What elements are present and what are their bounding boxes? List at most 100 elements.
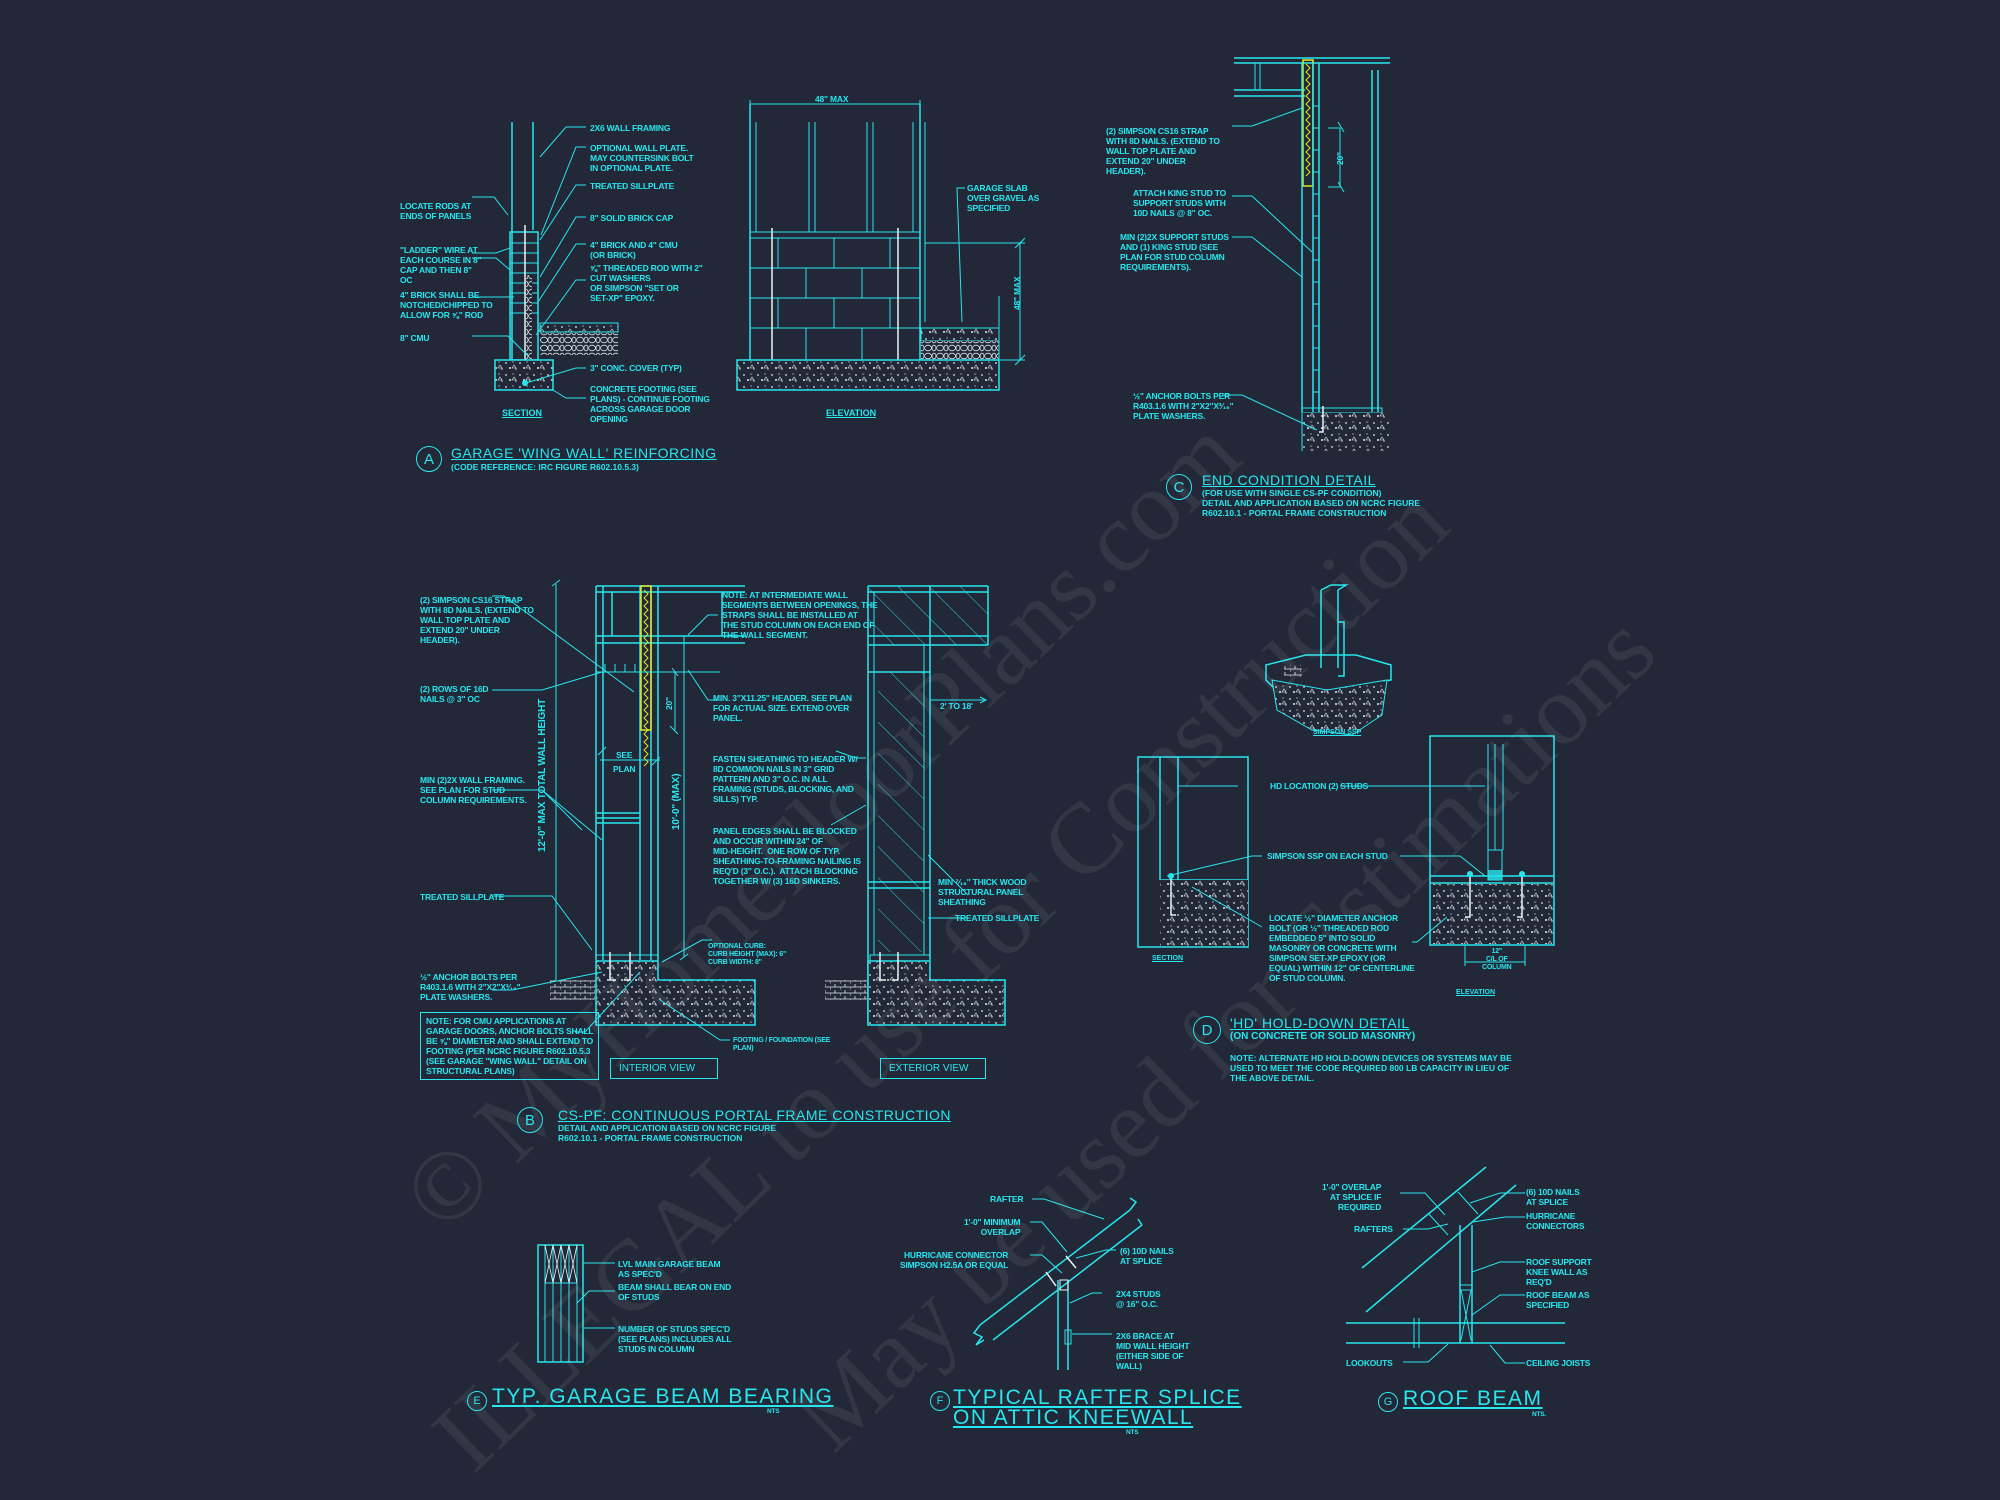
note-rafter: RAFTER — [990, 1194, 1024, 1204]
detail-c-drawing — [1222, 57, 1390, 451]
note-2x6-brace: 2x6 BRACE AT MID WALL HEIGHT (EITHER SID… — [1116, 1331, 1190, 1371]
note-treated-sillplate: TREATED SILLPLATE — [590, 181, 675, 191]
detail-f-drawing — [972, 1197, 1143, 1370]
detail-d-iso-drawing — [1265, 584, 1392, 736]
note-10d-nails-g: (6) 10d NAILS AT SPLICE — [1526, 1187, 1580, 1207]
see-plan-label: SEE PLAN — [613, 750, 636, 774]
detail-marker-e: E — [467, 1391, 487, 1411]
section-label-d: SECTION — [1152, 955, 1184, 962]
note-anchor-bolts: ½" ANCHOR BOLTS PER R403.1.6 WITH 2"x2"x… — [1133, 391, 1234, 421]
detail-d-elevation-drawing — [1340, 735, 1555, 966]
detail-g-drawing — [1346, 1166, 1565, 1364]
detail-f-scale: NTS — [1126, 1429, 1139, 1436]
detail-marker-f: F — [930, 1391, 950, 1411]
detail-b-interior-drawing — [492, 579, 756, 1041]
detail-d-subtitle: (ON CONCRETE OR SOLID MASONRY) — [1230, 1031, 1416, 1042]
dim-width-label: 48" MAX — [815, 94, 849, 104]
detail-marker-b: B — [517, 1107, 543, 1133]
note-conc-cover: 3" CONC. COVER (TYP) — [590, 363, 682, 373]
detail-marker-a: A — [416, 446, 442, 472]
note-wall-framing: 2x6 WALL FRAMING — [590, 123, 671, 133]
note-support-studs: MIN (2)2X SUPPORT STUDS AND (1) KING STU… — [1120, 232, 1229, 272]
detail-a-elevation-drawing — [736, 100, 1026, 391]
detail-d-note: NOTE: ALTERNATE HD HOLD-DOWN DEVICES OR … — [1230, 1053, 1512, 1083]
detail-e-drawing — [537, 1244, 615, 1363]
note-panel-edges: PANEL EDGES SHALL BE BLOCKED AND OCCUR W… — [713, 826, 861, 886]
note-brick-notched: 4" BRICK SHALL BE NOTCHED/CHIPPED TO ALL… — [400, 290, 493, 320]
detail-b-title: CS-PF: CONTINUOUS PORTAL FRAME CONSTRUCT… — [558, 1107, 952, 1123]
note-rows-16d-nails: (2) ROWS OF 16d NAILS @ 3" OC — [420, 684, 489, 704]
note-optional-curb: OPTIONAL CURB: CURB HEIGHT (MAX): 6" CUR… — [708, 943, 787, 966]
note-lvl-beam: LVL MAIN GARAGE BEAM AS SPEC'D — [618, 1259, 721, 1279]
detail-b-subtitle: DETAIL AND APPLICATION BASED ON NCRC FIG… — [558, 1123, 777, 1143]
note-footing-foundation: FOOTING / FOUNDATION (SEE PLAN) — [733, 1037, 831, 1052]
note-locate-rods: LOCATE RODS AT ENDS OF PANELS — [400, 201, 472, 221]
note-min-overlap: 1'-0" MINIMUM OVERLAP — [964, 1217, 1021, 1237]
note-2x4-studs: 2x4 STUDS @ 16" O.C. — [1116, 1289, 1161, 1309]
detail-c-title: END CONDITION DETAIL — [1202, 472, 1376, 488]
detail-marker-c: C — [1166, 474, 1192, 500]
note-8-cmu: 8" CMU — [400, 333, 430, 343]
note-treated-sillplate-ext: TREATED SILLPLATE — [955, 913, 1040, 923]
dim-height-label: 48" MAX — [1012, 276, 1022, 310]
note-garage-slab: GARAGE SLAB OVER GRAVEL AS SPECIFIED — [967, 183, 1040, 213]
note-header: MIN. 3"x11.25" HEADER. SEE PLAN FOR ACTU… — [713, 693, 852, 723]
note-attach-king-stud: ATTACH KING STUD TO SUPPORT STUDS WITH 1… — [1133, 188, 1226, 218]
note-wood-sheathing: MIN ⁷⁄₁₆" THICK WOOD STRUCTURAL PANEL SH… — [938, 877, 1027, 907]
dim-2-to-18: 2' TO 18' — [940, 701, 973, 711]
anchor-bolt-note: LOCATE ½" DIAMETER ANCHOR BOLT (OR ½" TH… — [1269, 913, 1415, 983]
note-beam-bear: BEAM SHALL BEAR ON END OF STUDS — [618, 1282, 732, 1302]
detail-e-title: TYP. GARAGE BEAM BEARING — [492, 1385, 834, 1408]
detail-e-scale: NTS — [767, 1408, 780, 1415]
note-lookouts: LOOKOUTS — [1346, 1358, 1393, 1368]
elevation-label: ELEVATION — [826, 408, 877, 418]
note-anchor-bolts-b: ½" ANCHOR BOLTS PER R403.1.6 WITH 2"x2"x… — [420, 972, 521, 1002]
note-brick-cmu: 4" BRICK AND 4" CMU (OR BRICK) — [590, 240, 678, 260]
note-cmu-applications: NOTE: FOR CMU APPLICATIONS AT GARAGE DOO… — [420, 1012, 600, 1080]
dim-20-label: 20" — [1335, 152, 1345, 165]
note-threaded-rod: ⅝" THREADED ROD WITH 2" CUT WASHERS OR S… — [590, 263, 703, 303]
simpson-ssp-label: SIMPSON SSP — [1313, 729, 1362, 736]
detail-marker-g: G — [1378, 1392, 1398, 1412]
note-brick-cap: 8" SOLID BRICK CAP — [590, 213, 674, 223]
detail-g-title: ROOF BEAM — [1403, 1387, 1543, 1410]
detail-c-subtitle: (FOR USE WITH SINGLE CS-PF CONDITION) DE… — [1202, 488, 1421, 518]
simpson-ssp-note: SIMPSON SSP ON EACH STUD — [1267, 851, 1388, 861]
detail-b-exterior-drawing — [825, 585, 1006, 1026]
note-ceiling-joists: CEILING JOISTS — [1526, 1358, 1591, 1368]
note-intermediate-wall: NOTE: AT INTERMEDIATE WALL SEGMENTS BETW… — [722, 590, 878, 640]
detail-marker-d: D — [1193, 1016, 1221, 1044]
note-hurricane-connector: HURRICANE CONNECTOR SIMPSON H2.5A OR EQU… — [900, 1250, 1009, 1270]
detail-d-section-drawing — [1137, 756, 1263, 948]
note-roof-support: ROOF SUPPORT KNEE WALL AS REQ'D — [1526, 1257, 1592, 1287]
note-roof-beam: ROOF BEAM AS SPECIFIED — [1526, 1290, 1590, 1310]
note-treated-sillplate-b: TREATED SILLPLATE — [420, 892, 505, 902]
note-hurricane-connectors: HURRICANE CONNECTORS — [1526, 1211, 1585, 1231]
note-number-of-studs: NUMBER OF STUDS SPEC'D (SEE PLANS) INCLU… — [618, 1324, 732, 1354]
detail-d-title: 'HD' HOLD-DOWN DETAIL — [1230, 1015, 1410, 1031]
note-min-wall-framing: MIN (2)2X WALL FRAMING. SEE PLAN FOR STU… — [420, 775, 527, 805]
note-rafters: RAFTERS — [1354, 1224, 1393, 1234]
elevation-label-d: ELEVATION — [1456, 989, 1496, 996]
dim-total-wall-height: 12'-0" MAX TOTAL WALL HEIGHT — [537, 698, 548, 852]
exterior-view-label: EXTERIOR VIEW — [880, 1058, 986, 1079]
detail-g-scale: NTS. — [1532, 1411, 1547, 1418]
note-10d-nails: (6) 10d NAILS AT SPLICE — [1120, 1246, 1174, 1266]
note-cs16-strap-b: (2) SIMPSON CS16 STRAP WITH 8d NAILS. (E… — [420, 595, 534, 645]
note-fasten-sheathing: FASTEN SHEATHING TO HEADER W/ 8d COMMON … — [713, 754, 858, 804]
dim-10-max: 10'-0" (MAX) — [671, 773, 682, 830]
dim-20-b: 20" — [664, 697, 674, 710]
note-concrete-footing: CONCRETE FOOTING (SEE PLANS) - CONTINUE … — [590, 384, 710, 424]
hd-location-note: HD LOCATION (2) STUDS — [1270, 781, 1369, 791]
interior-view-label: INTERIOR VIEW — [610, 1058, 718, 1079]
note-ladder-wire: "LADDER" WIRE AT EACH COURSE IN 8" CAP A… — [400, 245, 482, 285]
detail-a-section-drawing — [472, 122, 619, 399]
note-optional-wall-plate: OPTIONAL WALL PLATE. MAY COUNTERSINK BOL… — [590, 143, 694, 173]
dim-12-label: 12" C/L OF COLUMN — [1482, 948, 1512, 971]
detail-a-title: GARAGE 'WING WALL' REINFORCING — [451, 445, 717, 461]
note-overlap-splice: 1'-0" OVERLAP AT SPLICE IF REQUIRED — [1322, 1182, 1382, 1212]
detail-f-title: TYPICAL RAFTER SPLICE ON ATTIC KNEEWALL — [953, 1386, 1242, 1429]
section-label: SECTION — [502, 408, 543, 418]
note-cs16-strap: (2) SIMPSON CS16 STRAP WITH 8d NAILS. (E… — [1106, 126, 1220, 176]
